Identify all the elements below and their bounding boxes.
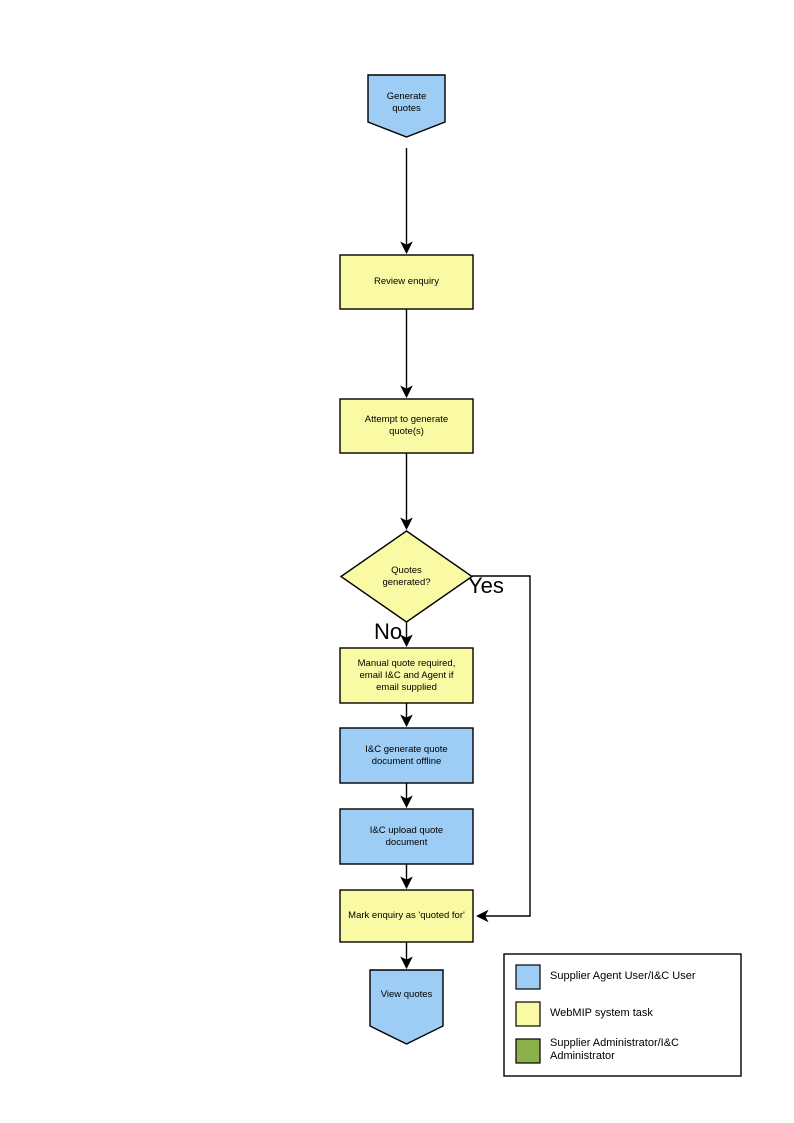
node-generate-quotes[interactable]	[367, 74, 446, 138]
edge-decision-yes-to-mark	[472, 575, 531, 923]
node-ic-upload-quote-document[interactable]	[339, 808, 474, 865]
node-attempt-generate-quotes[interactable]	[339, 398, 474, 454]
legend-label-admin-task: Supplier Administrator/I&C Administrator	[550, 1037, 679, 1062]
legend-swatch-admin-task	[515, 1038, 541, 1064]
node-ic-generate-quote-offline[interactable]	[339, 727, 474, 784]
node-mark-enquiry-quoted-for[interactable]	[339, 889, 474, 943]
legend-swatch-system-task	[515, 1001, 541, 1027]
node-manual-quote-required[interactable]	[339, 647, 474, 704]
legend-swatch-user-task	[515, 964, 541, 990]
edge-label-yes: Yes	[468, 573, 504, 598]
edge-label-no: No	[374, 619, 403, 644]
node-quotes-generated-decision[interactable]	[339, 530, 474, 623]
node-review-enquiry[interactable]	[339, 254, 474, 310]
node-view-quotes[interactable]	[369, 969, 444, 1045]
legend-label-system-task: WebMIP system task	[550, 1007, 653, 1019]
legend-label-user-task: Supplier Agent User/I&C User	[550, 970, 696, 982]
legend-box	[503, 953, 742, 1077]
